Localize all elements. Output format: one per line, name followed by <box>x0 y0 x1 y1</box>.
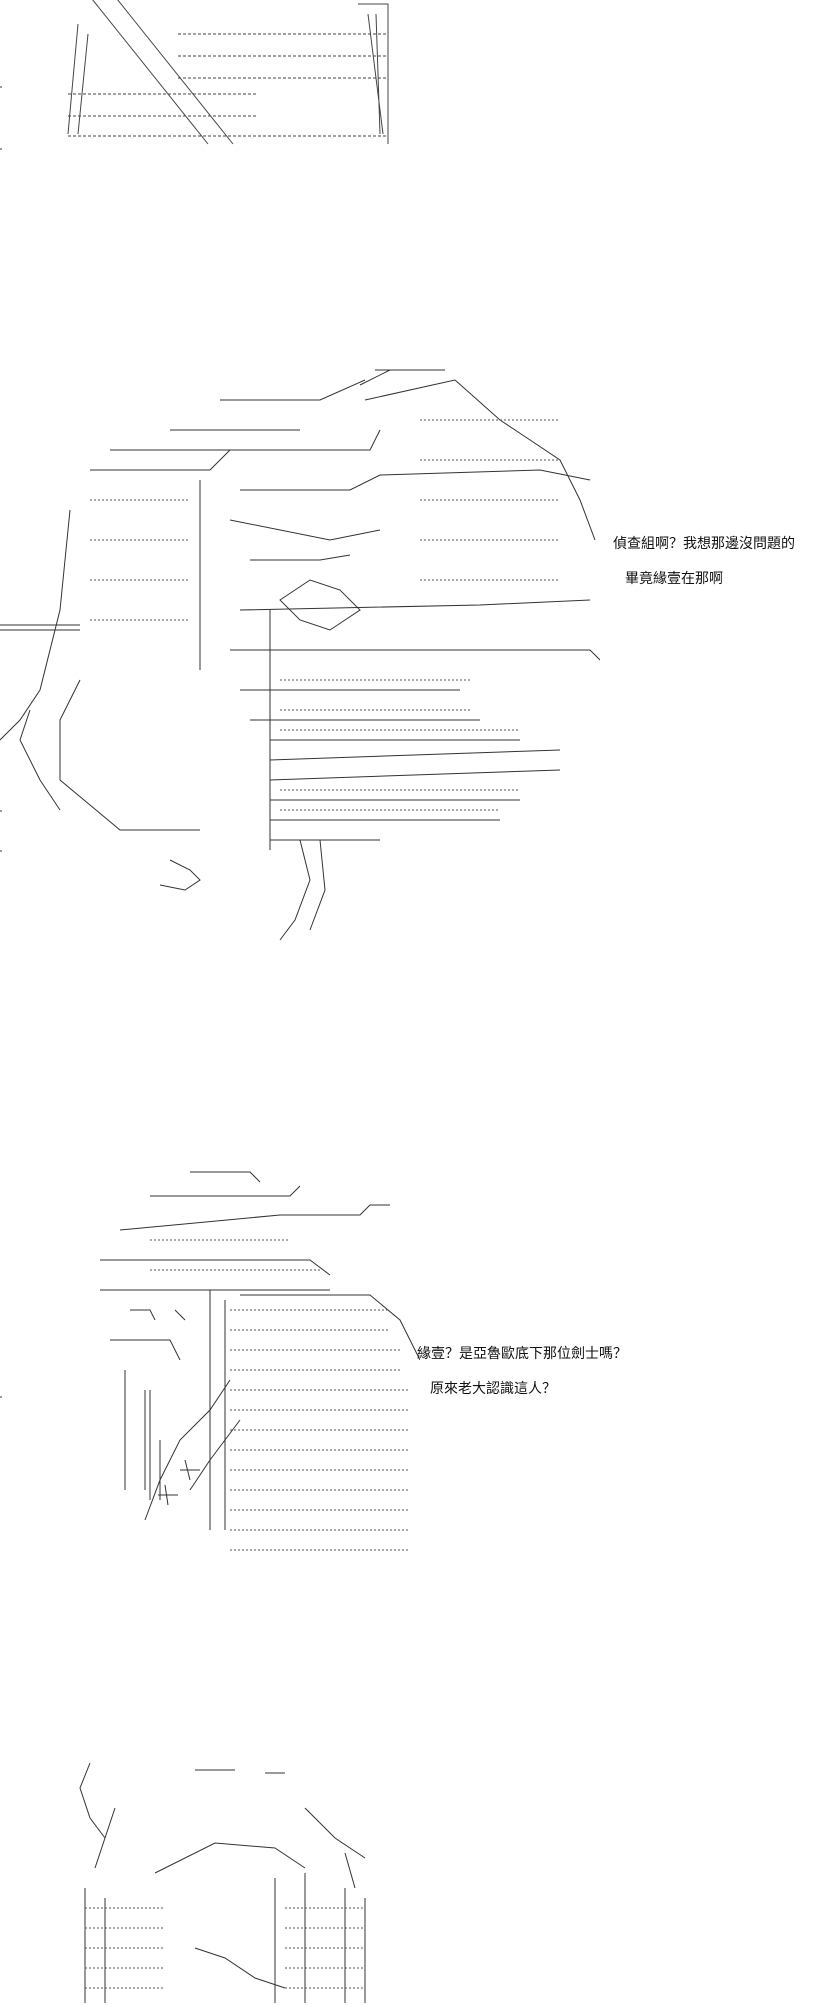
dialogue-line: 緣壹？是亞魯歐底下那位劍士嗎？ <box>417 1346 627 1362</box>
edge-mark <box>0 86 2 88</box>
ascii-art-scene-1 <box>58 0 398 158</box>
dialogue-line: 偵查組啊？我想那邊沒問題的 <box>613 536 795 552</box>
edge-mark <box>0 1396 2 1398</box>
ascii-art-scene-1-drawing <box>67 0 389 145</box>
dialogue-line: 原來老大認識這人？ <box>430 1381 556 1397</box>
edge-mark <box>0 810 2 812</box>
ascii-art-scene-4-drawing <box>79 1762 366 2003</box>
ascii-art-scene-3 <box>90 1160 421 1574</box>
edge-mark <box>0 148 2 150</box>
dialogue-line: 畢竟緣壹在那啊 <box>625 571 723 587</box>
ascii-art-scene-2-drawing <box>0 369 601 941</box>
ascii-art-scene-4 <box>75 1758 395 2007</box>
ascii-art-scene-3-drawing <box>100 1171 421 1551</box>
ascii-art-scene-2 <box>0 360 601 964</box>
edge-mark <box>0 850 2 852</box>
